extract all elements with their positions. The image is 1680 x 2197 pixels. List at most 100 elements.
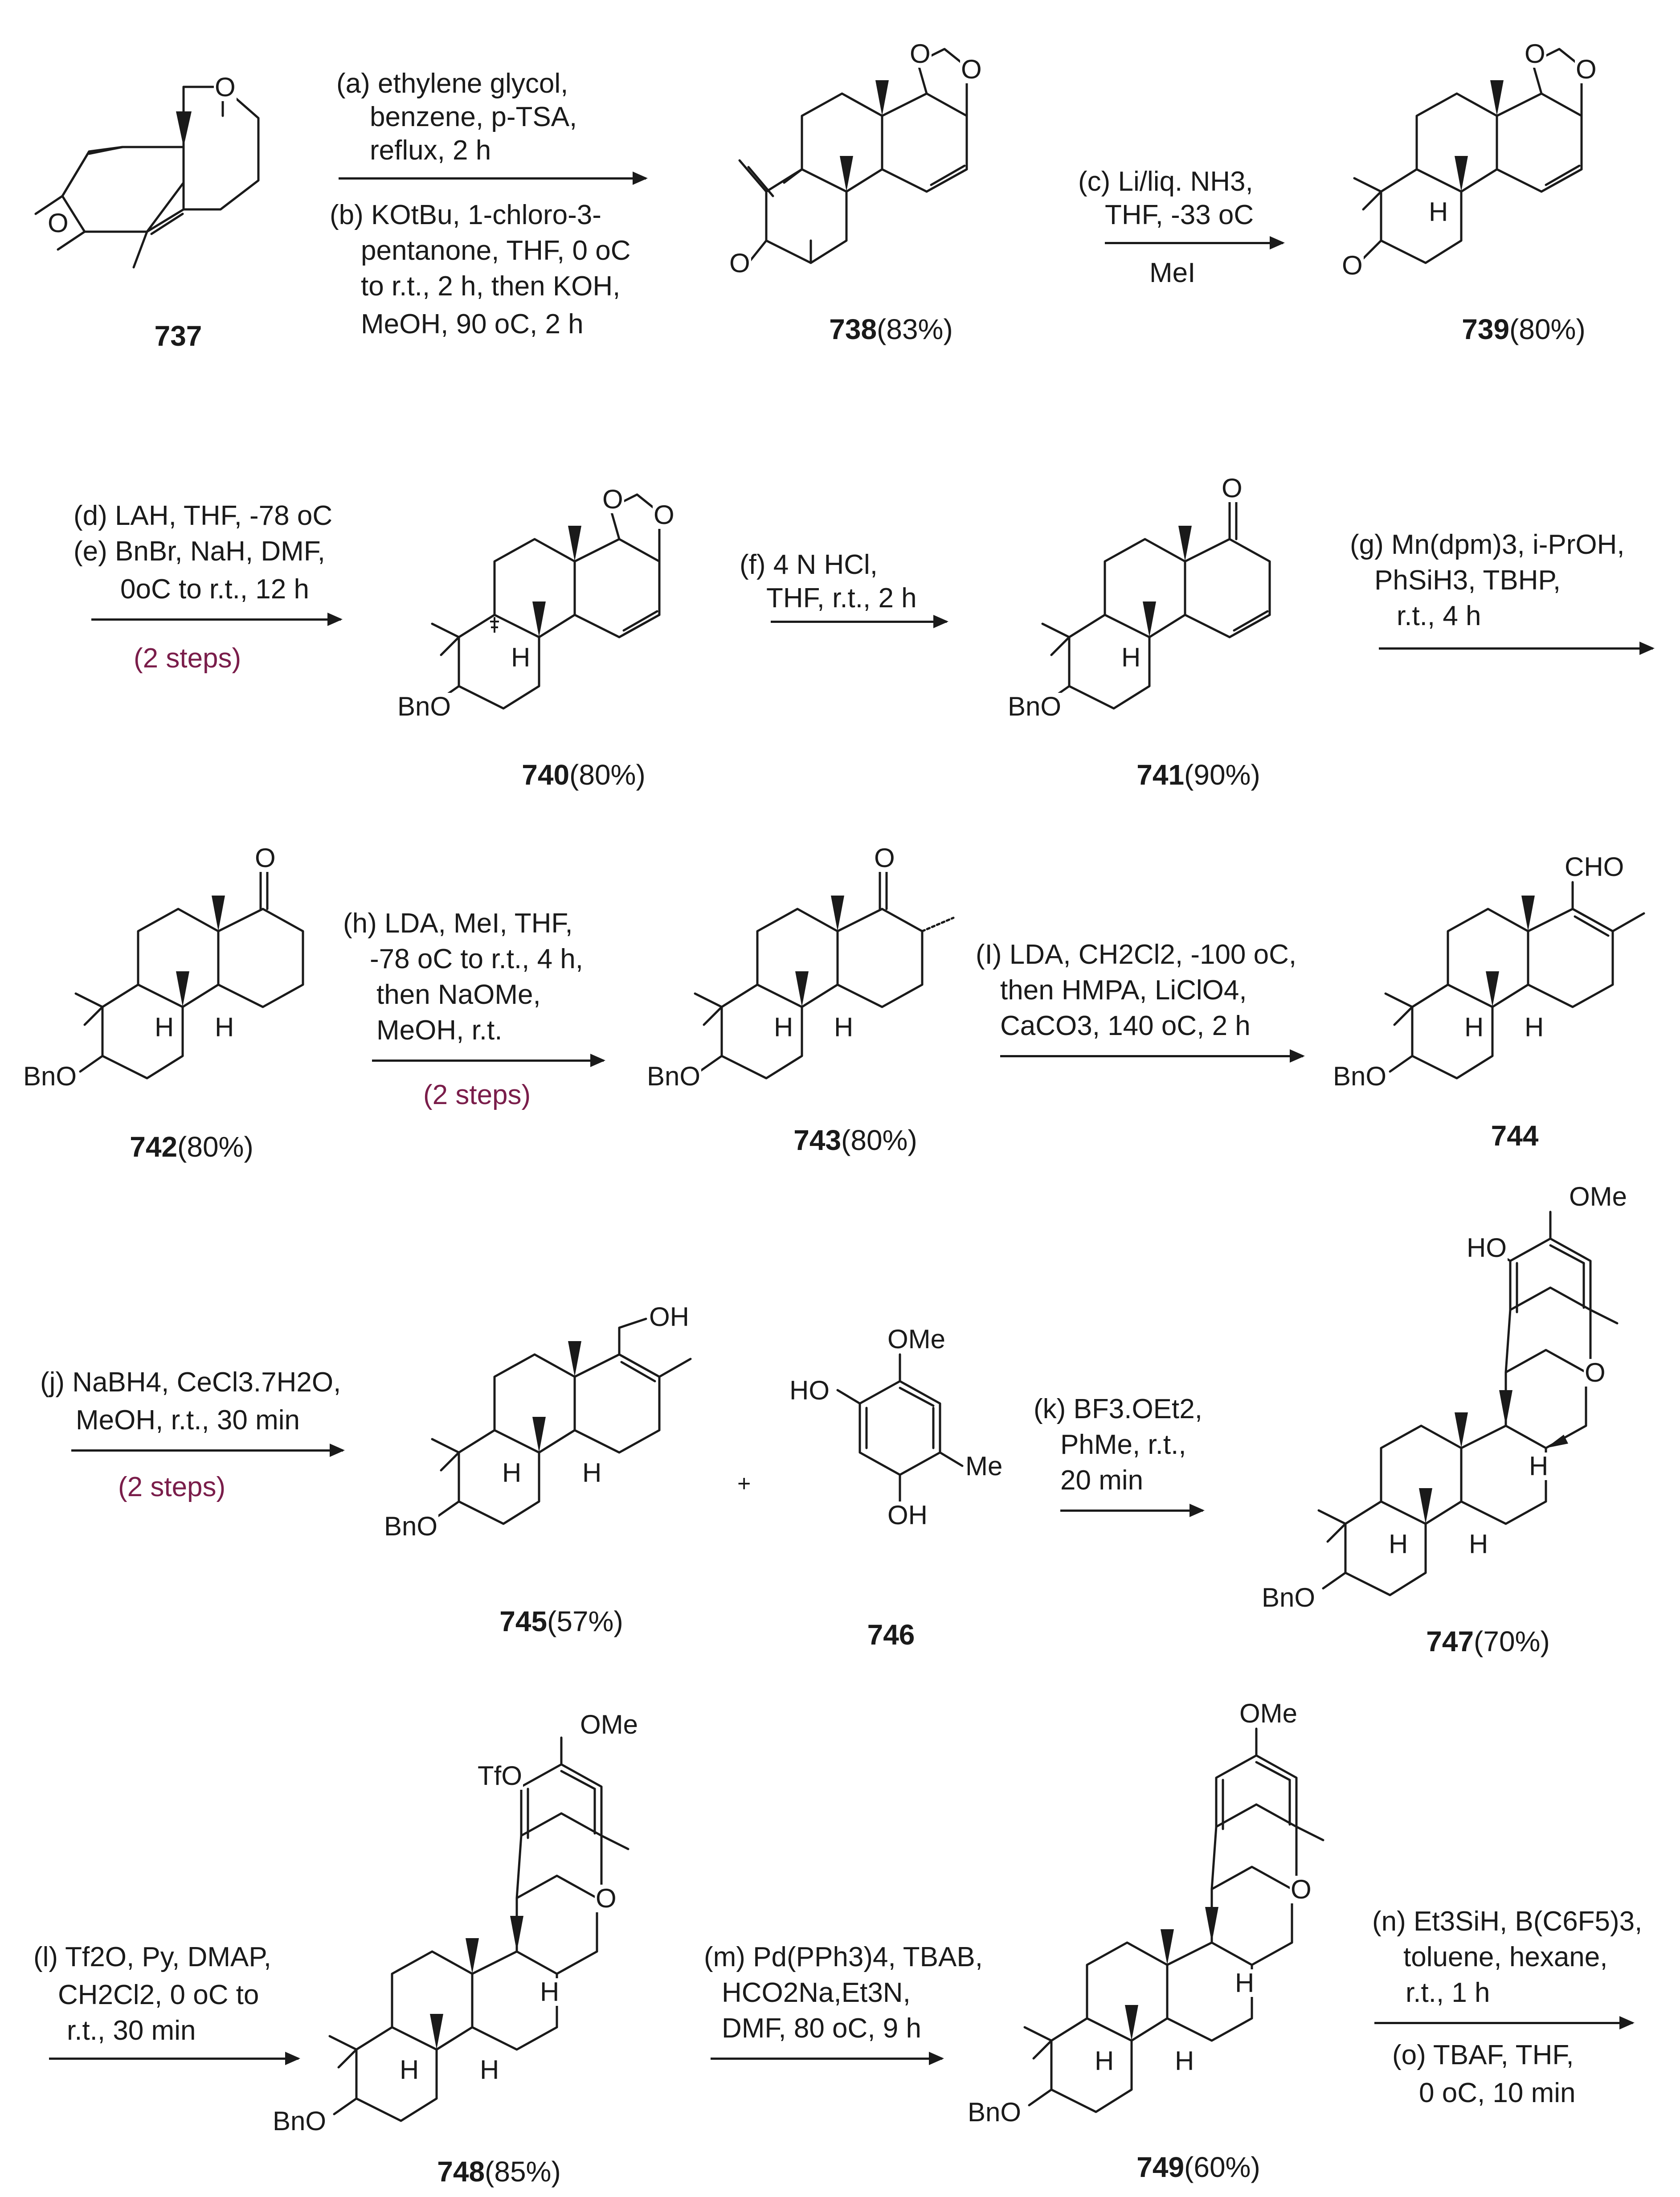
compound-label-742: 742(80%) xyxy=(102,1129,281,1164)
atom-methoxy-747: OMe xyxy=(1568,1182,1628,1211)
conditions-step-e-line2: 0oC to r.t., 12 h xyxy=(120,574,309,605)
conditions-step-j-line1: (j) NaBH4, CeCl3.7H2O, xyxy=(40,1367,341,1398)
compound-yield: (60%) xyxy=(1184,2151,1260,2183)
atom-hydrogen-749-right: H xyxy=(1174,2046,1195,2076)
structure-741 xyxy=(1041,498,1271,710)
compound-label-748: 748(85%) xyxy=(410,2154,588,2189)
atom-oxygen-738-dioxolane-left: O xyxy=(909,39,932,69)
compound-yield: (90%) xyxy=(1184,759,1260,791)
conditions-step-i-line1: (I) LDA, CH2Cl2, -100 oC, xyxy=(976,939,1297,970)
compound-label-740: 740(80%) xyxy=(495,757,673,792)
conditions-step-o-line1: (o) TBAF, THF, xyxy=(1392,2040,1574,2070)
structure-749 xyxy=(1023,1727,1324,2113)
conditions-step-n-line2: toluene, hexane, xyxy=(1403,1942,1608,1972)
compound-yield: (80%) xyxy=(841,1124,917,1156)
atom-hydrogen-747-right: H xyxy=(1468,1529,1489,1559)
compound-label-738: 738(83%) xyxy=(802,312,980,347)
conditions-step-b-line1: (b) KOtBu, 1-chloro-3- xyxy=(330,200,601,230)
note-two-steps-de: (2 steps) xyxy=(134,643,241,674)
atom-oxygen-739-ketone: O xyxy=(1341,250,1364,280)
compound-label-749: 749(60%) xyxy=(1109,2150,1288,2185)
compound-yield: (83%) xyxy=(877,313,953,345)
conditions-step-j-line2: MeOH, r.t., 30 min xyxy=(76,1405,300,1436)
conditions-step-c-line1: (c) Li/liq. NH3, xyxy=(1078,166,1253,197)
structure-739 xyxy=(1353,48,1583,264)
atom-hydroxyl-747: HO xyxy=(1466,1233,1508,1263)
atom-benzyloxy-749: BnO xyxy=(967,2097,1022,2127)
structure-747 xyxy=(1317,1211,1619,1596)
atom-oxygen-740-dioxolane-right: O xyxy=(653,500,675,530)
atom-hydrogen-748-left: H xyxy=(399,2055,420,2085)
atom-benzyloxy-748: BnO xyxy=(272,2106,327,2136)
atom-hydrogen-747-left: H xyxy=(1388,1529,1409,1559)
atom-benzyloxy-743: BnO xyxy=(646,1061,702,1091)
reaction-arrow-m xyxy=(711,2052,944,2065)
compound-number: 743 xyxy=(793,1124,842,1156)
compound-yield: (80%) xyxy=(177,1131,253,1163)
structure-740 xyxy=(431,493,661,710)
compound-number: 747 xyxy=(1426,1625,1474,1657)
atom-benzyloxy-745: BnO xyxy=(383,1511,439,1541)
atom-oxygen-747-ring: O xyxy=(1584,1358,1606,1387)
atom-hydrogen-740: H xyxy=(510,642,531,672)
atom-oxygen-738-dioxolane-right: O xyxy=(960,54,983,84)
atom-methoxy-748: OMe xyxy=(579,1710,639,1739)
conditions-step-g-line1: (g) Mn(dpm)3, i-PrOH, xyxy=(1350,529,1625,560)
compound-number: 742 xyxy=(130,1131,178,1163)
atom-hydroxyl-745: OH xyxy=(648,1302,690,1332)
atom-hydrogen-748-top: H xyxy=(539,1977,560,2007)
atom-hydrogen-748-right: H xyxy=(479,2055,500,2085)
atom-oxygen-743-ketone: O xyxy=(873,843,896,873)
note-two-steps-j: (2 steps) xyxy=(118,1472,226,1502)
atom-triflate-748: TfO xyxy=(477,1761,523,1791)
structure-744 xyxy=(1384,881,1645,1080)
compound-number: 738 xyxy=(829,313,877,345)
compound-label-737: 737 xyxy=(134,319,223,353)
reaction-arrow-i xyxy=(1000,1049,1305,1063)
reaction-arrow-g xyxy=(1379,642,1655,655)
atom-oxygen-741-ketone: O xyxy=(1221,473,1243,503)
conditions-step-o-line2: 0 oC, 10 min xyxy=(1419,2078,1576,2108)
conditions-step-m-line3: DMF, 80 oC, 9 h xyxy=(722,2013,921,2044)
atom-oxygen-749-ring: O xyxy=(1290,1874,1312,1904)
conditions-step-m-line2: HCO2Na,Et3N, xyxy=(722,1977,911,2008)
conditions-step-f-line2: THF, r.t., 2 h xyxy=(766,583,917,614)
atom-hydrogen-741: H xyxy=(1120,642,1142,672)
atom-aldehyde-744: CHO xyxy=(1564,852,1625,882)
compound-label-747: 747(70%) xyxy=(1399,1624,1577,1659)
conditions-step-l-line2: CH2Cl2, 0 oC to xyxy=(58,1980,259,2010)
structure-738 xyxy=(738,48,968,264)
note-two-steps-h: (2 steps) xyxy=(423,1080,531,1110)
conditions-step-c-line2: THF, -33 oC xyxy=(1105,200,1254,230)
compound-number: 739 xyxy=(1462,313,1510,345)
compound-yield: (57%) xyxy=(547,1605,623,1637)
atom-oxygen-737-top: O xyxy=(214,72,237,102)
conditions-step-h-line3: then NaOMe, xyxy=(376,979,541,1010)
conditions-step-b-line3: to r.t., 2 h, then KOH, xyxy=(361,271,621,302)
atom-benzyloxy-747: BnO xyxy=(1261,1583,1316,1612)
atom-methyl-746: Me xyxy=(965,1451,1004,1481)
conditions-step-a-line1: (a) ethylene glycol, xyxy=(336,68,568,99)
reaction-arrow-j xyxy=(71,1444,345,1457)
atom-methoxy-749: OMe xyxy=(1239,1698,1299,1728)
compound-label-744: 744 xyxy=(1448,1118,1582,1153)
atom-hydrogen-742-left: H xyxy=(154,1012,175,1042)
atom-oxygen-740-dioxolane-left: O xyxy=(601,484,624,514)
compound-yield: (80%) xyxy=(1509,313,1586,345)
conditions-step-a-line2: benzene, p-TSA, xyxy=(370,102,577,132)
compound-number: 744 xyxy=(1491,1120,1539,1152)
atom-hydrogen-743-right: H xyxy=(833,1012,854,1042)
compound-number: 740 xyxy=(522,759,570,791)
compound-number: 746 xyxy=(867,1619,915,1651)
compound-number: 748 xyxy=(437,2156,485,2188)
conditions-step-f-line1: (f) 4 N HCl, xyxy=(740,549,878,580)
reaction-arrow-de xyxy=(91,613,343,626)
conditions-step-m-line1: (m) Pd(PPh3)4, TBAB, xyxy=(704,1942,983,1972)
compound-number: 737 xyxy=(154,320,202,352)
compound-label-741: 741(90%) xyxy=(1109,757,1288,792)
atom-benzyloxy-740: BnO xyxy=(396,691,452,721)
compound-number: 741 xyxy=(1136,759,1185,791)
conditions-step-k-line2: PhMe, r.t., xyxy=(1060,1429,1186,1460)
